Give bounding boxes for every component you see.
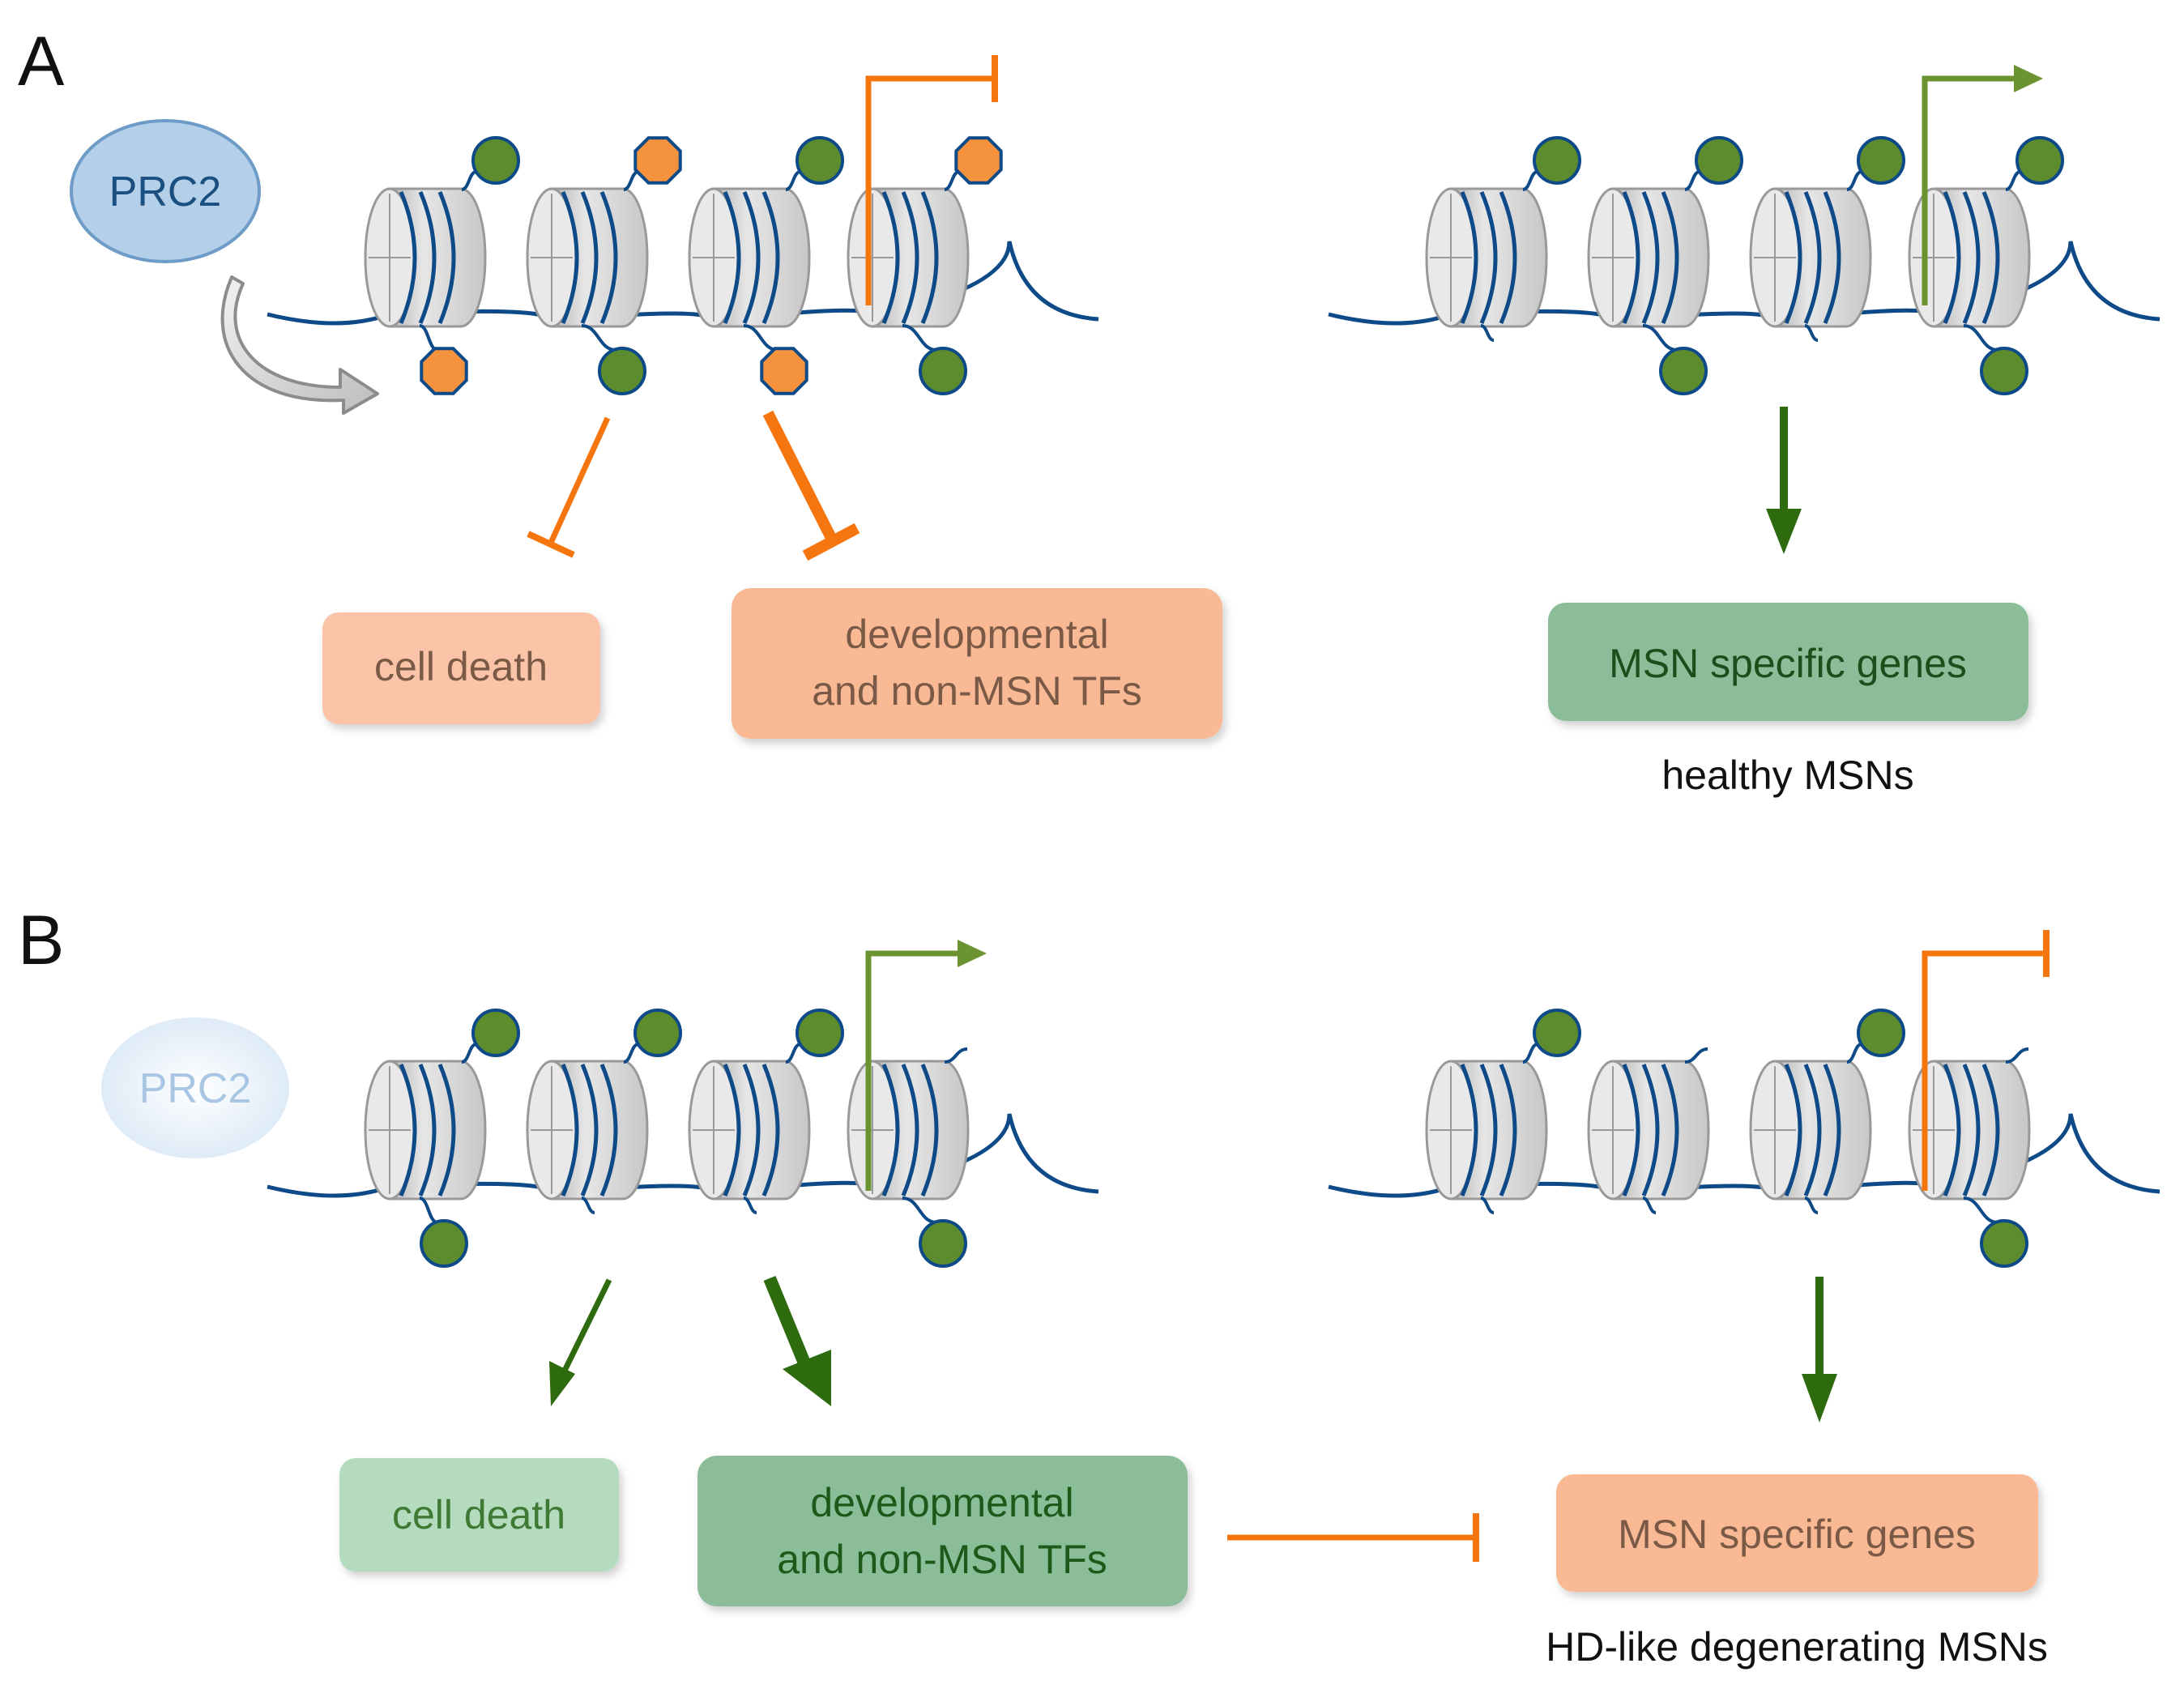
- label-cell-death-b: cell death: [392, 1492, 565, 1538]
- prc2-label-a: PRC2: [109, 168, 222, 215]
- nucleosome: [1425, 1060, 1548, 1201]
- box-cell-death-b: [339, 1458, 619, 1572]
- active-promoter-a-right: [1922, 65, 2043, 305]
- active-histone-mark: [919, 1219, 967, 1268]
- panel-label-a: A: [18, 23, 65, 100]
- active-histone-mark: [420, 1219, 468, 1268]
- label-developmental-b-line2: and non-MSN TFs: [777, 1537, 1107, 1582]
- active-histone-mark: [919, 347, 967, 395]
- active-histone-mark: [2016, 136, 2064, 185]
- box-msn-genes-a: [1548, 603, 2028, 721]
- repressive-histone-mark: [760, 347, 808, 395]
- repressive-histone-mark: [633, 136, 682, 185]
- repressive-histone-mark: [420, 347, 468, 395]
- dna-fiber-b-right: [1328, 1009, 2161, 1268]
- repression-arrow-tfs-to-msn-b: [1227, 1513, 1479, 1562]
- label-developmental-b-line1: developmental: [810, 1480, 1073, 1525]
- active-histone-mark: [598, 347, 646, 395]
- nucleosome: [1749, 1060, 1872, 1201]
- nucleosome: [1425, 187, 1548, 328]
- active-histone-mark: [796, 1009, 844, 1057]
- nucleosome: [688, 1060, 811, 1201]
- nucleosome: [1587, 187, 1710, 328]
- active-histone-mark: [1659, 347, 1708, 395]
- prc2-complex-b-faded: PRC2: [101, 1017, 289, 1158]
- repressed-promoter-a-left: [865, 55, 998, 305]
- label-developmental-a-line2: and non-MSN TFs: [812, 668, 1142, 714]
- label-msn-genes-b: MSN specific genes: [1618, 1512, 1976, 1557]
- box-developmental-a: [732, 588, 1222, 739]
- caption-hd-like-msns: HD-like degenerating MSNs: [1546, 1624, 2048, 1670]
- nucleosome: [847, 187, 970, 328]
- active-promoter-b-left: [865, 940, 987, 1191]
- box-developmental-b: [697, 1456, 1188, 1606]
- nucleosome: [1587, 1060, 1710, 1201]
- active-histone-mark: [471, 136, 520, 185]
- repressive-histone-mark: [954, 136, 1003, 185]
- methylation-curved-arrow: [220, 275, 379, 415]
- nucleosome: [526, 1060, 649, 1201]
- box-msn-genes-b: [1556, 1474, 2038, 1592]
- active-histone-mark: [796, 136, 844, 185]
- active-histone-mark: [1695, 136, 1743, 185]
- nucleosome: [1908, 187, 2031, 328]
- active-histone-mark: [1533, 136, 1581, 185]
- active-histone-mark: [633, 1009, 682, 1057]
- panel-label-b: B: [18, 902, 64, 979]
- active-histone-mark: [1533, 1009, 1581, 1057]
- active-histone-mark: [1857, 136, 1905, 185]
- nucleosome: [1908, 1060, 2031, 1201]
- box-cell-death-a: [322, 612, 600, 724]
- dna-fiber-a-left: [267, 136, 1099, 395]
- activation-arrow-msn-a: [1766, 407, 1802, 554]
- prc2-label-b: PRC2: [139, 1065, 252, 1112]
- nucleosome: [688, 187, 811, 328]
- dna-fiber-b-left: [267, 1009, 1099, 1268]
- label-developmental-a-line1: developmental: [845, 612, 1108, 657]
- activation-arrow-developmental-b: [763, 1275, 831, 1406]
- active-histone-mark: [471, 1009, 520, 1057]
- label-cell-death-a: cell death: [374, 644, 548, 689]
- nucleosome: [1749, 187, 1872, 328]
- repression-arrow-developmental-a: [762, 410, 860, 561]
- active-histone-mark: [1857, 1009, 1905, 1057]
- nucleosome: [364, 1060, 487, 1201]
- active-histone-mark: [1980, 1219, 2028, 1268]
- prc2-complex-a: PRC2: [70, 119, 261, 263]
- label-msn-genes-a: MSN specific genes: [1609, 641, 1967, 686]
- active-histone-mark: [1980, 347, 2028, 395]
- dna-fiber-a-right: [1328, 136, 2161, 395]
- caption-healthy-msns: healthy MSNs: [1661, 753, 1913, 798]
- activation-arrow-cell-death-b: [549, 1278, 612, 1406]
- nucleosome: [526, 187, 649, 328]
- nucleosome: [847, 1060, 970, 1201]
- repressed-promoter-b-right: [1922, 930, 2050, 1191]
- activation-arrow-msn-b: [1802, 1277, 1837, 1422]
- nucleosome: [364, 187, 487, 328]
- repression-arrow-cell-death-a: [527, 416, 611, 558]
